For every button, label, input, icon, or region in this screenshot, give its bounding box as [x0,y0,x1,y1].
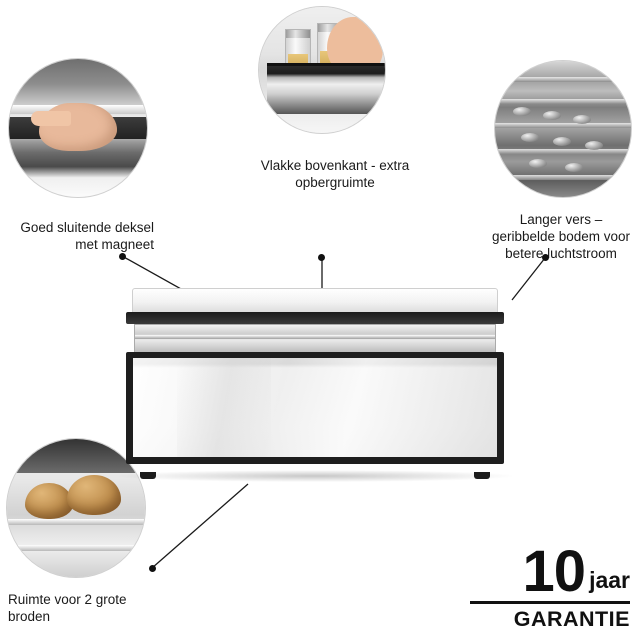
guarantee-word: GARANTIE [513,607,630,631]
product-bread-box [126,288,504,479]
callout-label-lid: Goed sluitende deksel met magneet [20,220,154,252]
guarantee-unit: jaar [589,567,630,593]
flat-top-photo [259,7,385,133]
product-body [126,352,504,464]
guarantee-divider [470,601,630,604]
product-shadow [118,470,512,482]
guarantee-badge: 10 jaar GARANTIE [470,538,630,632]
product-lid-top [132,288,498,314]
product-top-frame [126,312,504,324]
callout-label-ribbed-bottom: Langer vers – geribbelde bodem voor bete… [491,212,631,261]
callout-image-capacity [6,438,146,578]
capacity-photo [7,439,145,577]
product-front-panel [133,358,497,457]
callout-dot-ribbed-bottom [542,254,549,261]
product-foot-left [140,472,156,479]
lid-photo [9,59,147,197]
callout-image-ribbed-bottom [494,60,632,198]
guarantee-years: 10 [522,538,587,604]
callout-dot-flat-top [318,254,325,261]
callout-label-flat-top: Vlakke bovenkant - extra opbergruimte [260,158,410,190]
callout-dot-lid [119,253,126,260]
callout-label-capacity: Ruimte voor 2 grote broden [8,592,127,624]
callout-dot-capacity [149,565,156,572]
callout-image-lid [8,58,148,198]
callout-image-flat-top [258,6,386,134]
product-roll-top-slat [134,324,496,372]
ribbed-bottom-photo [495,61,631,197]
product-foot-right [474,472,490,479]
